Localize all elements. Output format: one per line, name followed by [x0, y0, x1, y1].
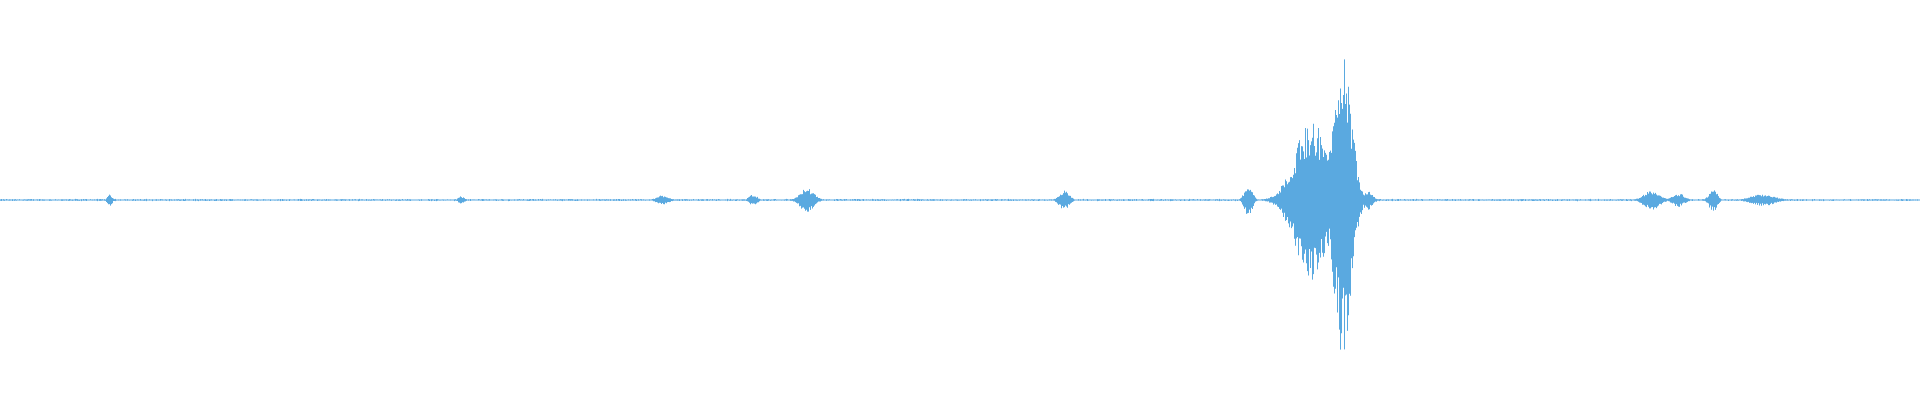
waveform-signal: [0, 59, 1920, 350]
